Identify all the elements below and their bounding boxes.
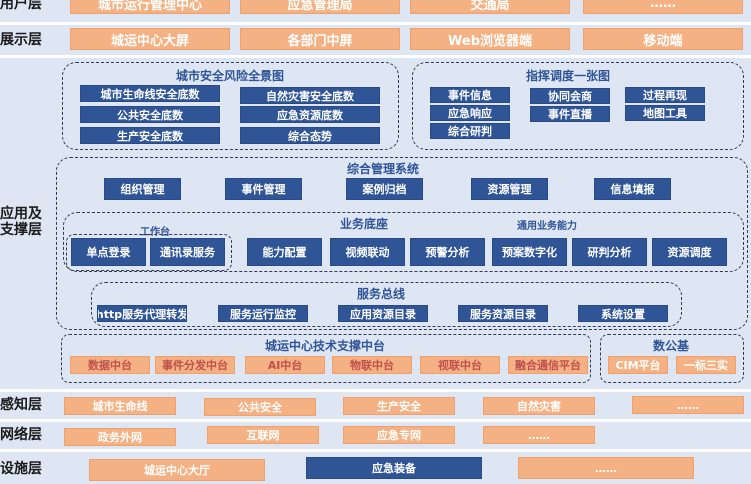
network-item-internet: 互联网 bbox=[207, 426, 319, 444]
integrated-mgmt-title: 综合管理系统 bbox=[347, 162, 420, 176]
network-layer-label: 网络层 bbox=[0, 427, 42, 443]
user-item-city-ops-center: 城市运行管理中心 bbox=[70, 0, 230, 14]
user-item-transport-bureau: 交通局 bbox=[410, 0, 570, 14]
display-item-mid-screen: 各部门中屏 bbox=[240, 28, 400, 50]
business-base-title: 业务底座 bbox=[340, 217, 389, 231]
sense-item-natural: 自然灾害 bbox=[483, 397, 595, 415]
digital-base-panel bbox=[600, 334, 744, 383]
tech-item-comm: 融合通信平台 bbox=[508, 356, 588, 374]
bus-item-service-catalog: 服务资源目录 bbox=[458, 305, 548, 322]
command-item-map-tools: 地图工具 bbox=[625, 105, 705, 121]
network-item-gov: 政务外网 bbox=[64, 428, 176, 446]
risk-panorama-title: 城市安全风险全景图 bbox=[176, 69, 285, 83]
user-item-more: …… bbox=[583, 0, 743, 14]
mgmt-item-archive: 案例归档 bbox=[346, 178, 423, 200]
command-item-event-info: 事件信息 bbox=[430, 87, 510, 103]
risk-item-lifeline: 城市生命线安全底数 bbox=[80, 85, 220, 102]
sense-item-production: 生产安全 bbox=[343, 397, 455, 415]
common-capability-title: 通用业务能力 bbox=[517, 221, 577, 232]
base-item-video: 视频联动 bbox=[330, 238, 405, 266]
command-item-analysis: 综合研判 bbox=[430, 123, 510, 139]
tech-platform-title: 城运中心技术支撑中台 bbox=[265, 339, 386, 353]
infra-layer-label: 设施层 bbox=[0, 461, 42, 477]
mgmt-item-report: 信息填报 bbox=[594, 178, 671, 200]
service-bus-panel bbox=[91, 282, 682, 327]
command-item-response: 应急响应 bbox=[430, 105, 510, 121]
base-item-warning: 预警分析 bbox=[410, 238, 485, 266]
tech-item-event-dispatch: 事件分发中台 bbox=[155, 356, 235, 374]
infra-item-hall: 城运中心大厅 bbox=[89, 459, 265, 481]
integrated-mgmt-panel bbox=[56, 157, 748, 330]
display-item-big-screen: 城运中心大屏 bbox=[70, 28, 230, 50]
tech-platform-panel bbox=[61, 334, 591, 383]
base-item-analysis: 研判分析 bbox=[572, 238, 647, 266]
tech-item-ai: AI中台 bbox=[245, 356, 325, 374]
network-item-more: …… bbox=[483, 426, 595, 444]
app-layer-label: 应用及 支撑层 bbox=[0, 206, 42, 238]
sense-layer-label: 感知层 bbox=[0, 397, 42, 413]
risk-panorama-panel bbox=[62, 62, 399, 150]
risk-item-natural-disaster: 自然灾害安全底数 bbox=[240, 87, 380, 104]
command-item-live: 事件直播 bbox=[530, 106, 610, 122]
bus-item-monitor: 服务运行监控 bbox=[218, 305, 308, 322]
workbench-item-sso: 单点登录 bbox=[71, 238, 146, 266]
mgmt-item-event: 事件管理 bbox=[225, 178, 302, 200]
bus-item-http-proxy: http服务代理转发 bbox=[97, 305, 187, 322]
workbench-panel bbox=[66, 234, 232, 271]
digital-base-title: 数公基 bbox=[653, 339, 690, 353]
display-layer-label: 展示层 bbox=[0, 32, 42, 48]
risk-item-public-safety: 公共安全底数 bbox=[80, 106, 220, 123]
business-base-panel bbox=[63, 212, 744, 272]
risk-item-production-safety: 生产安全底数 bbox=[80, 127, 220, 144]
display-item-mobile: 移动端 bbox=[583, 28, 743, 50]
digital-item-standard: 一标三实 bbox=[676, 356, 736, 374]
sense-item-more: …… bbox=[632, 396, 744, 414]
base-item-config: 能力配置 bbox=[247, 238, 322, 266]
base-item-dispatch: 资源调度 bbox=[652, 238, 727, 266]
bus-item-settings: 系统设置 bbox=[578, 305, 668, 322]
infra-item-equipment: 应急装备 bbox=[306, 457, 482, 479]
command-item-consultation: 协同会商 bbox=[530, 88, 610, 104]
tech-item-video: 视联中台 bbox=[420, 356, 500, 374]
risk-item-overall-situation: 综合态势 bbox=[240, 127, 380, 144]
network-item-emergency: 应急专网 bbox=[343, 426, 455, 444]
mgmt-item-resource: 资源管理 bbox=[471, 178, 548, 200]
mgmt-item-org: 组织管理 bbox=[104, 178, 181, 200]
service-bus-title: 服务总线 bbox=[357, 287, 406, 301]
bus-item-app-catalog: 应用资源目录 bbox=[338, 305, 428, 322]
risk-item-emergency-resources: 应急资源底数 bbox=[240, 106, 380, 123]
digital-item-cim: CIM平台 bbox=[608, 356, 668, 374]
workbench-item-contacts: 通讯录服务 bbox=[150, 238, 225, 266]
infra-item-more: …… bbox=[518, 457, 694, 479]
base-item-plan: 预案数字化 bbox=[492, 238, 567, 266]
workbench-title: 工作台 bbox=[140, 227, 170, 238]
user-item-emergency-bureau: 应急管理局 bbox=[240, 0, 400, 14]
tech-item-iot: 物联中台 bbox=[332, 356, 412, 374]
sense-item-public-safety: 公共安全 bbox=[204, 398, 316, 416]
display-item-web: Web浏览器端 bbox=[410, 28, 570, 50]
command-map-title: 指挥调度一张图 bbox=[526, 69, 611, 83]
command-map-panel bbox=[412, 62, 744, 150]
user-layer-label: 用户层 bbox=[0, 0, 42, 12]
sense-item-lifeline: 城市生命线 bbox=[64, 397, 176, 415]
tech-item-data: 数据中台 bbox=[70, 356, 150, 374]
command-item-replay: 过程再现 bbox=[625, 87, 705, 103]
